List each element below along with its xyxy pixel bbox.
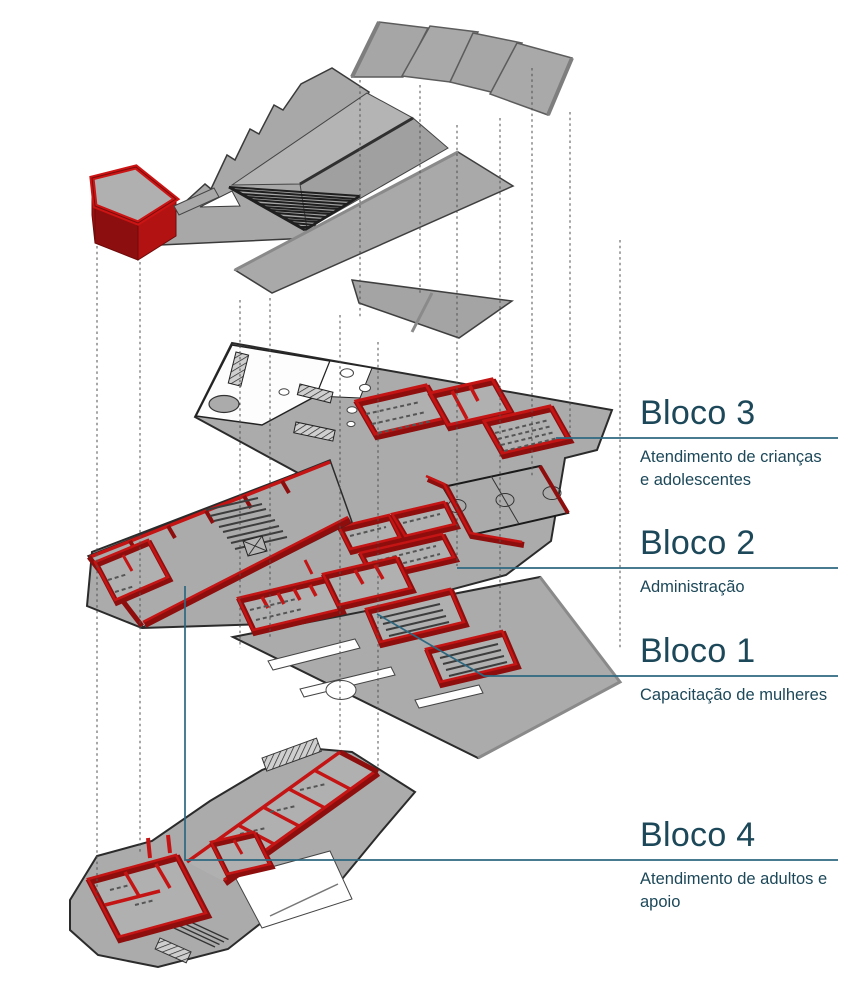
bloco4-leader-line	[184, 586, 838, 861]
leader-lines	[184, 437, 838, 861]
bloco1-subtitle: Capacitação de mulheres	[640, 686, 828, 704]
bloco4-title: Bloco 4	[640, 816, 756, 854]
basketball-court	[425, 464, 570, 548]
bloco1-leader-line	[376, 613, 838, 677]
bloco4-square-building	[85, 834, 213, 944]
bloco4-label: Bloco 4	[640, 818, 832, 852]
pergola-louvers	[228, 185, 361, 232]
roof-panel-layer	[350, 21, 574, 116]
exterior-stair	[261, 737, 322, 772]
rooftop-red-block	[89, 164, 181, 261]
bloco1-rooms	[236, 555, 522, 689]
exterior-stair	[154, 937, 192, 964]
stairs	[227, 351, 336, 442]
bloco2-subtitle: Administração	[640, 578, 745, 596]
bloco4-subtitle: Atendimento de adultos e apoio	[640, 870, 828, 911]
left-wing	[86, 459, 353, 628]
bloco3-classrooms	[353, 377, 575, 460]
flat-roof-wing	[350, 279, 515, 339]
bloco3-title: Bloco 3	[640, 394, 756, 432]
lower-floor-plate	[229, 555, 623, 760]
roof-ridge	[299, 116, 414, 186]
roof-walkway	[173, 187, 220, 216]
bloco2-label: Bloco 2	[640, 526, 832, 560]
explosion-guide-lines	[96, 68, 621, 902]
bloco1-label: Bloco 1	[640, 634, 832, 668]
bloco1-title: Bloco 1	[640, 632, 756, 670]
bloco2-title: Bloco 2	[640, 524, 756, 562]
bloco3-subtitle: Atendimento de crianças e adolescentes	[640, 448, 822, 489]
roof-opening	[199, 190, 241, 208]
roof-layer	[89, 67, 515, 339]
bloco4-bar-building	[185, 749, 381, 886]
bloco3-label: Bloco 3	[640, 396, 832, 430]
ground-floor	[69, 737, 417, 969]
